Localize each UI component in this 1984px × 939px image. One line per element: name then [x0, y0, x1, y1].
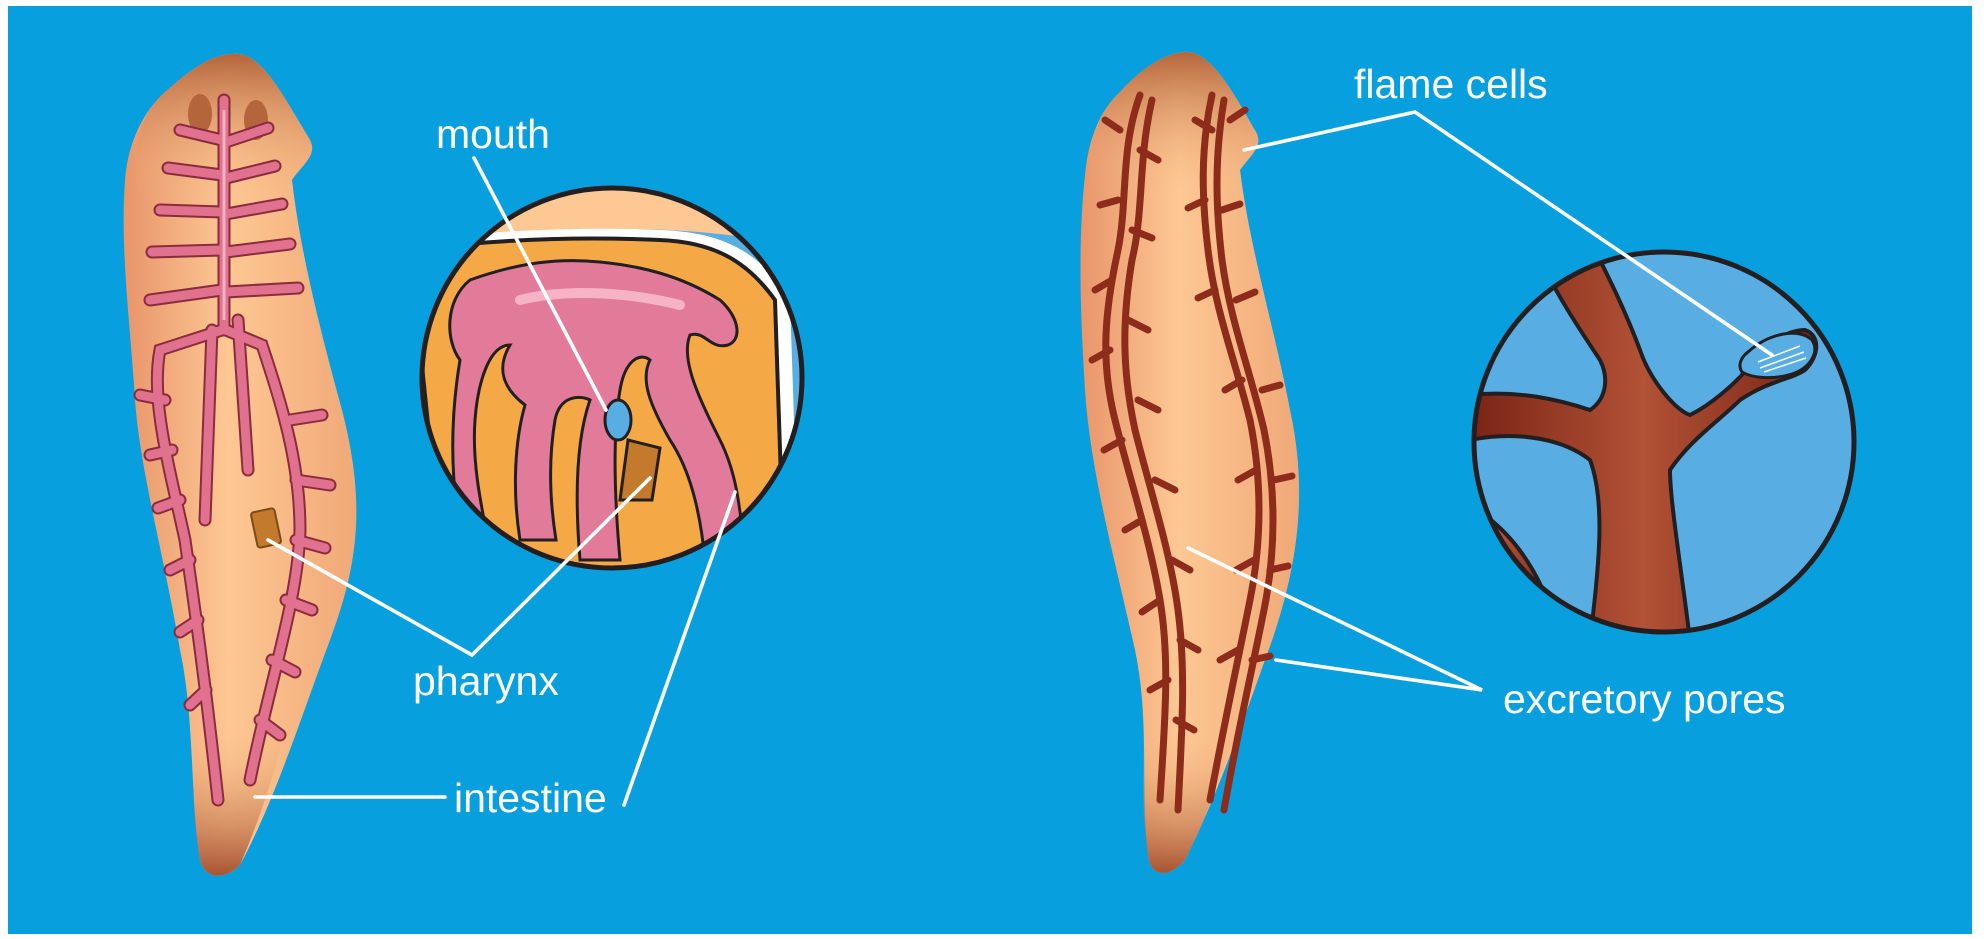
- label-flame-cells: flame cells: [1354, 61, 1548, 107]
- label-mouth: mouth: [436, 111, 550, 157]
- label-pharynx: pharynx: [413, 658, 559, 704]
- label-intestine: intestine: [454, 775, 607, 821]
- inset-pharynx: [620, 440, 660, 500]
- inset-mouth-opening: [605, 400, 631, 440]
- label-excretory-pores: excretory pores: [1503, 676, 1786, 722]
